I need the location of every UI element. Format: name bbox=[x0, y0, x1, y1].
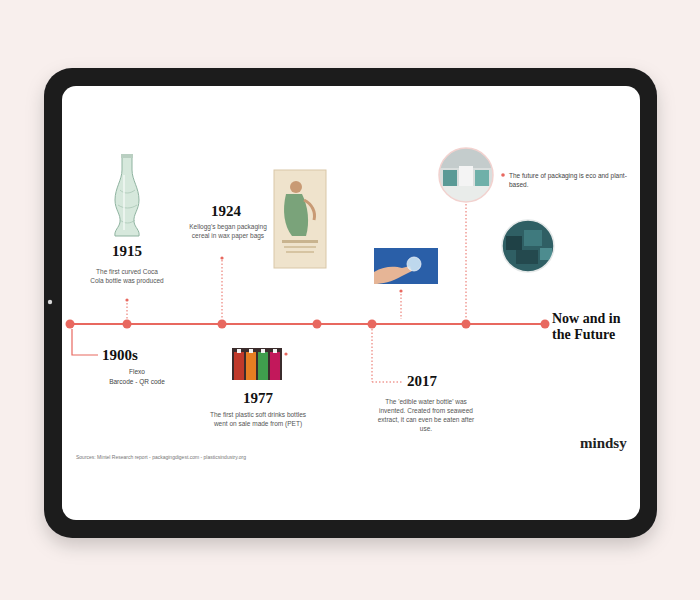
plastic-bottles-picture bbox=[232, 348, 282, 380]
event-text: Kellogg's began packaging cereal in wax … bbox=[186, 222, 270, 240]
future-picture-1 bbox=[439, 148, 493, 202]
event-text: Flexo bbox=[107, 367, 167, 376]
tablet-frame bbox=[44, 68, 657, 538]
end-label: Now and in the Future bbox=[552, 311, 636, 343]
leader-1900s bbox=[72, 329, 98, 355]
year-label: 2017 bbox=[407, 373, 457, 390]
tablet-screen bbox=[62, 86, 640, 520]
year-label: 1977 bbox=[228, 390, 288, 407]
tablet-camera bbox=[48, 300, 52, 304]
event-text: The first curved Coca Cola bottle was pr… bbox=[90, 267, 164, 285]
sources-note: Sources: Mintel Research report - packag… bbox=[76, 454, 396, 460]
event-text: Barcode - QR code bbox=[92, 377, 182, 386]
cereal-box-picture bbox=[274, 170, 326, 268]
future-picture-2 bbox=[502, 220, 554, 272]
year-label: 1924 bbox=[211, 203, 261, 220]
year-label: 1900s bbox=[102, 347, 162, 364]
event-text: The 'edible water bottle' was invented. … bbox=[376, 397, 476, 433]
edible-bottle-picture bbox=[374, 248, 438, 284]
coke-bottle-picture bbox=[115, 154, 139, 236]
timeline-line bbox=[70, 323, 545, 325]
year-label: 1915 bbox=[92, 243, 162, 260]
timeline-dots bbox=[66, 320, 550, 329]
event-text: The first plastic soft drinks bottles we… bbox=[204, 410, 312, 428]
brand-logo: mindsy bbox=[580, 435, 636, 452]
event-text: The future of packaging is eco and plant… bbox=[509, 171, 633, 190]
